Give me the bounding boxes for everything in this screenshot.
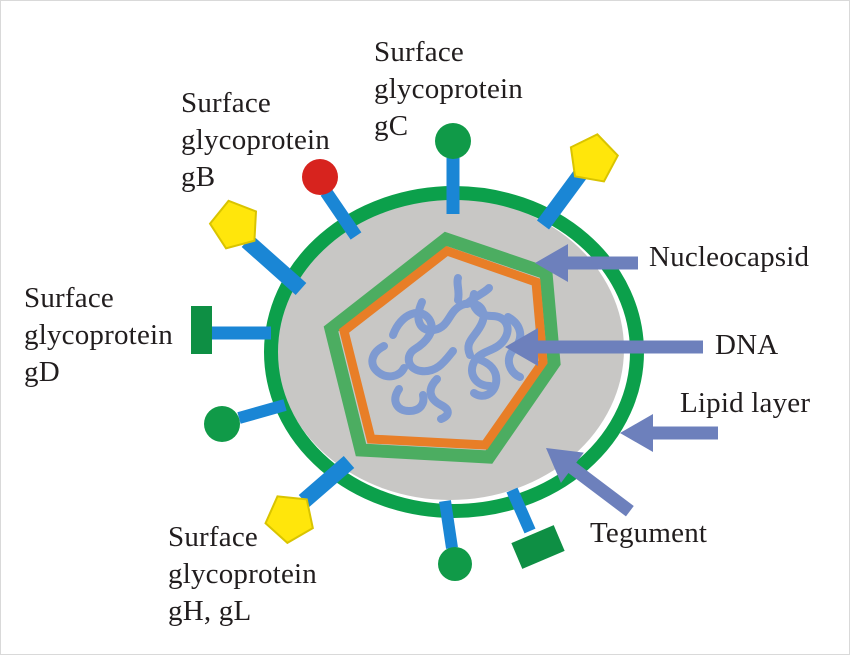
dna-strand (463, 284, 493, 308)
dna-strand (453, 274, 463, 304)
dna-arrow (505, 328, 703, 366)
dna-strand (468, 290, 512, 390)
glycoprotein-gB-tip-red-circle (302, 159, 338, 195)
spike-stalk (439, 500, 458, 549)
spike-gHgL-pentagon-bottom-left (264, 455, 355, 545)
label-tegument: Tegument (590, 517, 708, 549)
glycoprotein-pentagon-tip (208, 199, 258, 250)
glycoprotein-tip-green-circle (438, 547, 472, 581)
spike-stalk (237, 399, 287, 424)
dna-strand (426, 375, 452, 423)
spike-stalk (506, 487, 536, 534)
glycoprotein-pentagon-tip (569, 133, 620, 183)
spike-gD-green-rect (191, 306, 271, 354)
spike-pentagon-top-right (536, 133, 620, 230)
label-surface-glycoprotein-gB: Surface glycoprotein gB (181, 87, 330, 193)
nucleocapsid-hexagon (323, 231, 561, 464)
glycoprotein-gC-tip-green-circle (435, 123, 471, 159)
lipid-layer-arrow (620, 414, 718, 452)
glycoprotein-gHgL-tip-pentagon (264, 495, 314, 545)
label-surface-glycoprotein-gD: Surface glycoprotein gD (24, 282, 173, 388)
spike-gC-green-circle (435, 123, 471, 214)
spike-green-circle-lower-left (204, 399, 287, 442)
glycoprotein-gD-tip-green-rect (191, 306, 212, 354)
label-surface-glycoprotein-gC: Surface glycoprotein gC (374, 36, 523, 142)
capsid-inner-hexagon (338, 245, 548, 450)
glycoprotein-tip-green-circle (204, 406, 240, 442)
spike-pentagon-top-left (208, 199, 307, 295)
dna-strand (391, 385, 428, 415)
tegument-arrow (546, 448, 634, 517)
spike-green-circle-bottom (438, 500, 472, 581)
dna-strands (368, 274, 525, 423)
spike-stalk (298, 455, 355, 508)
nucleocapsid-arrow (535, 244, 638, 282)
spike-stalk (241, 235, 307, 295)
dna-strand (414, 298, 488, 359)
spike-green-rect-bottom-right (506, 487, 565, 569)
label-nucleocapsid: Nucleocapsid (649, 241, 810, 273)
spike-gB-red-circle (302, 159, 362, 240)
dna-strand (368, 342, 408, 381)
label-lipid-layer: Lipid layer (680, 387, 811, 419)
glycoprotein-tip-green-rect (511, 525, 565, 569)
spike-stalk (320, 188, 362, 240)
label-dna: DNA (715, 329, 779, 361)
label-surface-glycoprotein-gHgL: Surface glycoprotein gH, gL (168, 521, 317, 627)
dna-strand (470, 355, 501, 400)
